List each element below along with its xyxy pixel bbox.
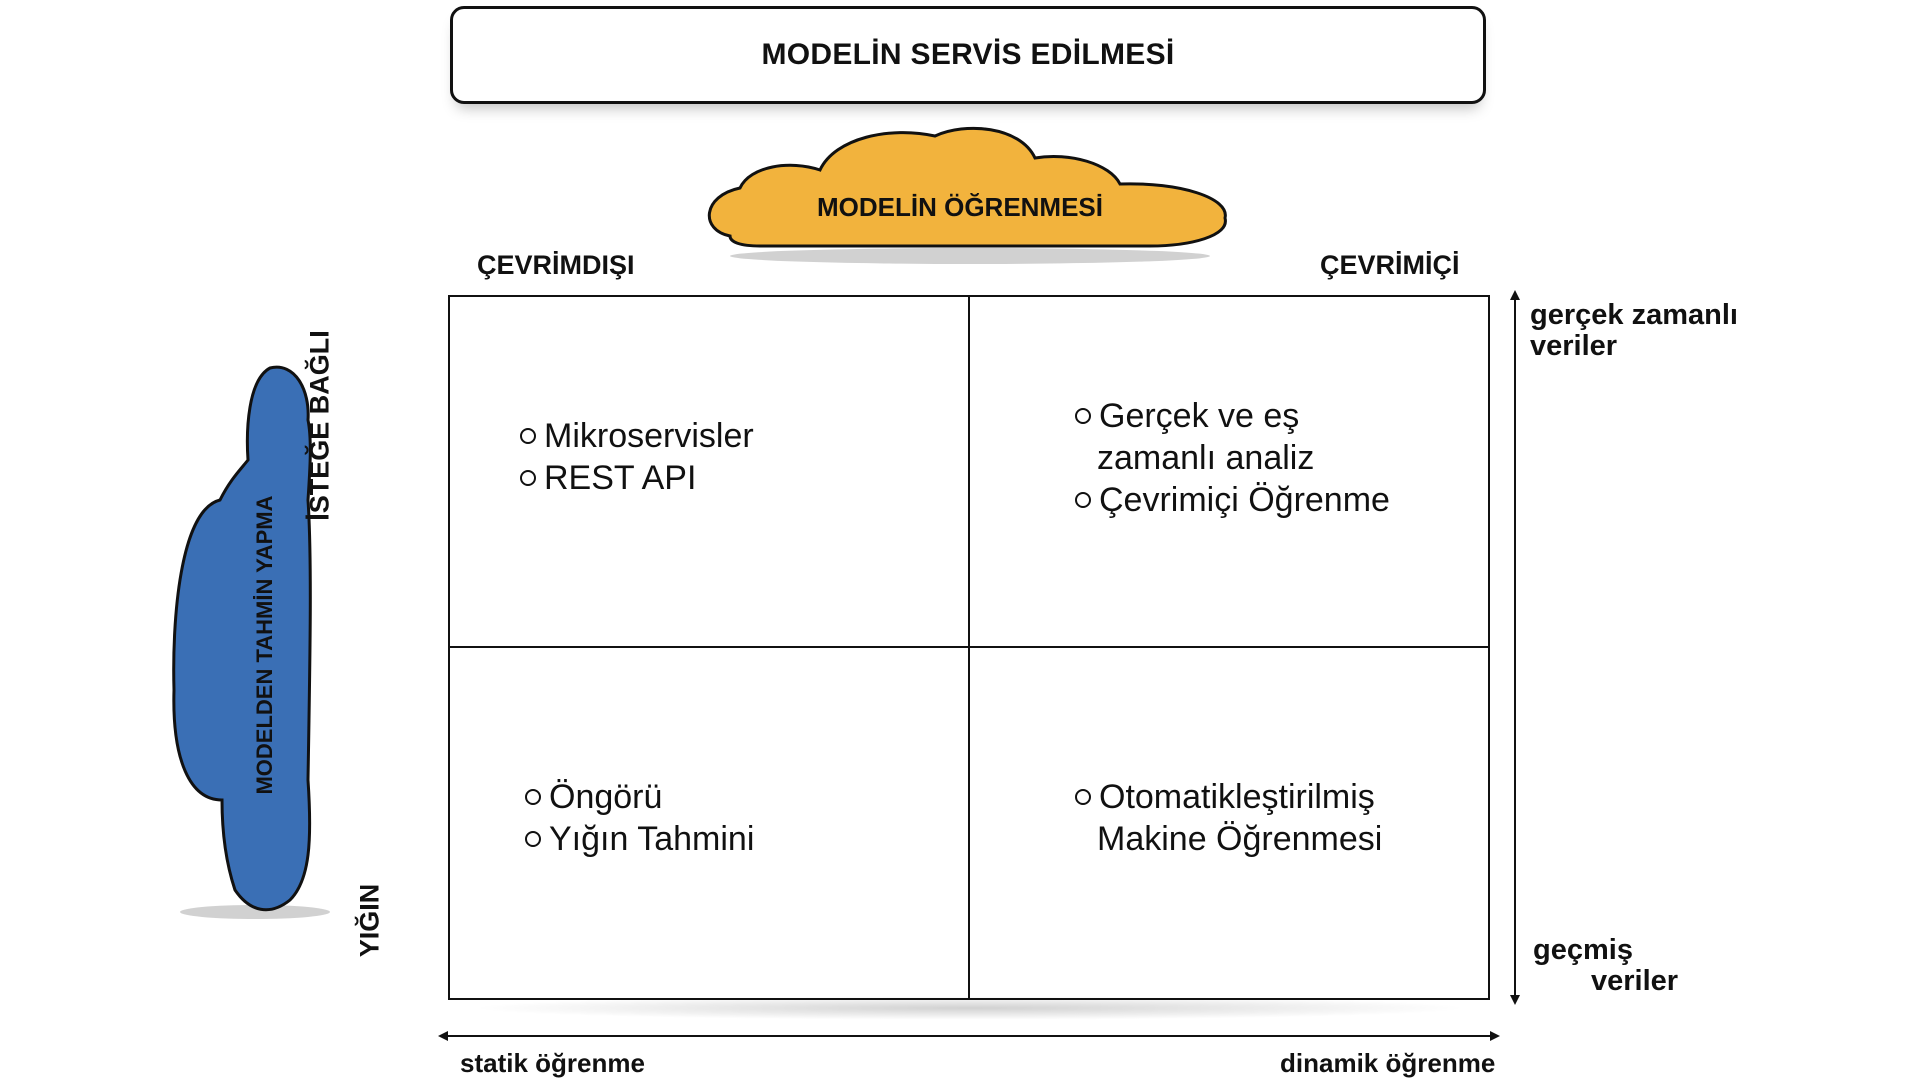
bullet-icon (1075, 408, 1091, 424)
historical-data-label: geçmiş veriler (1533, 934, 1679, 997)
model-serving-title: MODELİN SERVİS EDİLMESİ (761, 38, 1175, 71)
quadrant-bottom-left: Öngörü Yığın Tahmini (525, 776, 754, 860)
bullet-icon (525, 831, 541, 847)
learning-cloud: MODELİN ÖĞRENMESİ (707, 126, 1227, 264)
row-header-batch: YIĞIN (354, 883, 385, 958)
prediction-cloud-label: MODELDEN TAHMİN YAPMA (252, 495, 277, 794)
bullet-icon (525, 789, 541, 805)
column-header-online: ÇEVRİMİÇİ (1320, 250, 1460, 280)
list-item: Otomatikleştirilmiş (1075, 776, 1382, 818)
list-item: REST API (520, 457, 754, 499)
quadrant-top-right: Gerçek ve eş zamanlı analiz Çevrimiçi Öğ… (1075, 395, 1390, 521)
quadrant-bottom-right: Otomatikleştirilmiş Makine Öğrenmesi (1075, 776, 1382, 860)
model-serving-title-box: MODELİN SERVİS EDİLMESİ (450, 6, 1486, 104)
bullet-icon (520, 470, 536, 486)
list-item-continuation: Makine Öğrenmesi (1097, 820, 1383, 858)
list-item: Yığın Tahmini (525, 818, 754, 860)
real-time-data-label: gerçek zamanlı veriler (1530, 299, 1738, 362)
horizontal-axis-arrow (438, 1031, 1500, 1041)
prediction-cloud: MODELDEN TAHMİN YAPMA (172, 365, 330, 919)
bullet-icon (1075, 789, 1091, 805)
column-header-offline: ÇEVRİMDIŞI (477, 250, 635, 280)
learning-cloud-label: MODELİN ÖĞRENMESİ (817, 192, 1103, 222)
list-item: Mikroservisler (520, 415, 754, 457)
bullet-icon (1075, 492, 1091, 508)
list-item-continuation: zamanlı analiz (1097, 439, 1315, 477)
grid-shadow (470, 996, 1470, 1020)
bullet-icon (520, 428, 536, 444)
list-item: Öngörü (525, 776, 754, 818)
list-item: Gerçek ve eş (1075, 395, 1390, 437)
vertical-axis-arrow (1510, 290, 1520, 1005)
row-header-on-demand: İSTEĞE BAĞLI (304, 330, 335, 521)
static-learning-label: statik öğrenme (460, 1048, 645, 1078)
quadrant-top-left: Mikroservisler REST API (520, 415, 754, 499)
dynamic-learning-label: dinamik öğrenme (1280, 1048, 1496, 1078)
list-item: Çevrimiçi Öğrenme (1075, 479, 1390, 521)
grid-horizontal-divider (448, 646, 1490, 648)
